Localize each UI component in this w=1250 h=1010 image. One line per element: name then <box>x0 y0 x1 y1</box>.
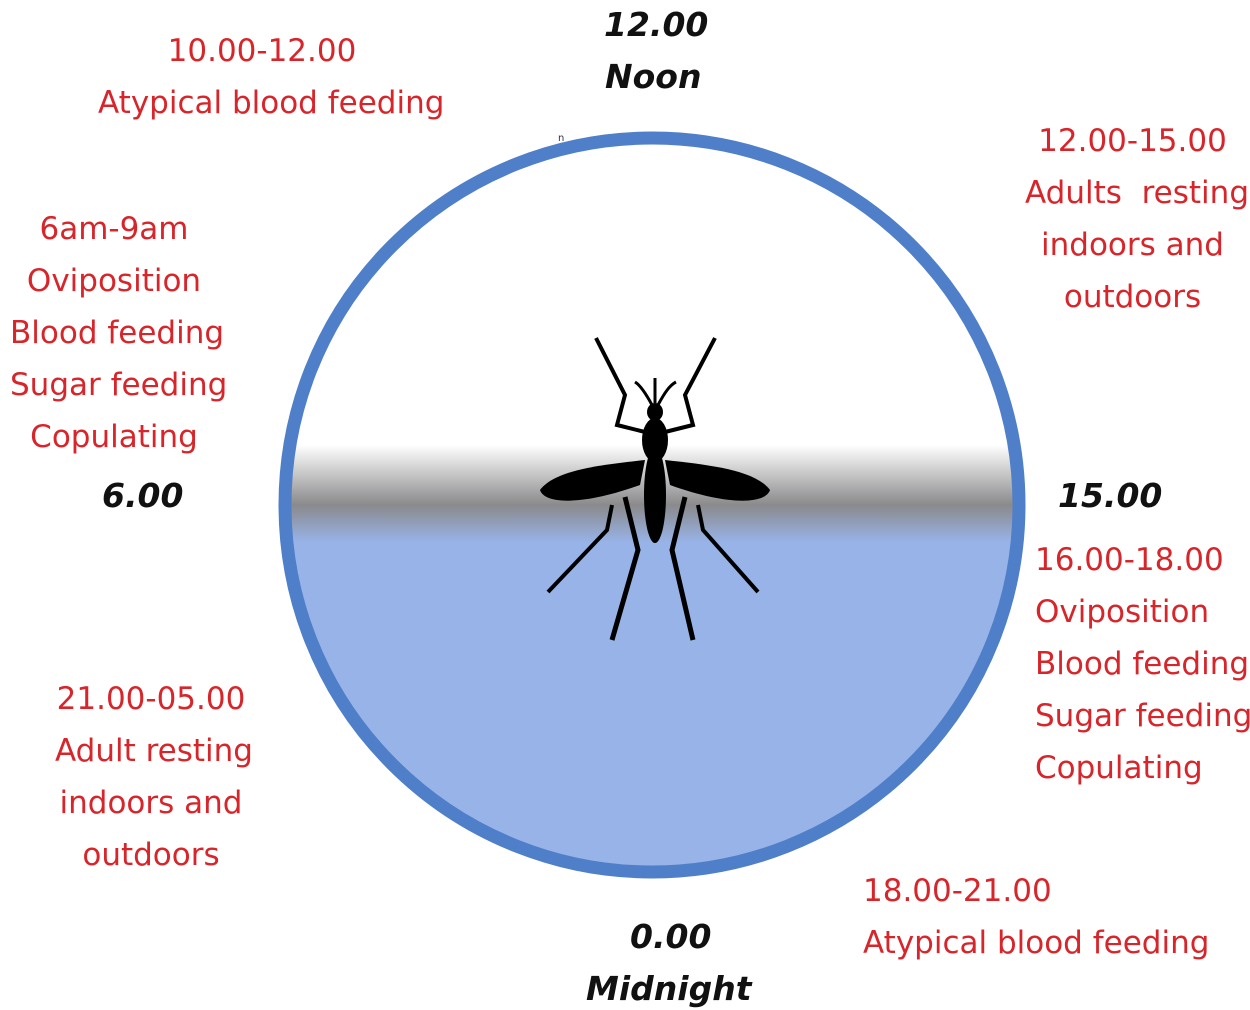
activity-right-evening: 16.00-18.00 Oviposition Blood feeding Su… <box>1035 534 1243 794</box>
activity-line: 10.00-12.00 <box>98 25 426 77</box>
activity-bottom-right: 18.00-21.00 Atypical blood feeding <box>863 865 1193 969</box>
activity-line: outdoors <box>1025 271 1240 323</box>
activity-line: 18.00-21.00 <box>863 865 1193 917</box>
activity-line: Adults resting <box>1025 167 1240 219</box>
noon-caption-label: Noon <box>605 60 701 93</box>
midnight-caption-label: Midnight <box>586 972 751 1005</box>
activity-line: Copulating <box>10 411 218 463</box>
noon-time-label: 12.00 <box>604 8 708 41</box>
fifteen-time-label: 15.00 <box>1058 479 1162 512</box>
activity-top-left: 10.00-12.00 Atypical blood feeding <box>98 25 426 129</box>
activity-line: Blood feeding <box>1035 638 1243 690</box>
ring-mark: n <box>558 133 564 144</box>
activity-line: Oviposition <box>10 255 218 307</box>
activity-line: Adult resting <box>55 725 247 777</box>
activity-line: Sugar feeding <box>1035 690 1243 742</box>
activity-top-right: 12.00-15.00 Adults resting indoors and o… <box>1025 115 1240 323</box>
activity-line: 12.00-15.00 <box>1025 115 1240 167</box>
activity-line: Blood feeding <box>10 307 218 359</box>
activity-left-morning: 6am-9am Oviposition Blood feeding Sugar … <box>10 203 218 463</box>
activity-line: Atypical blood feeding <box>863 917 1193 969</box>
activity-line: Atypical blood feeding <box>98 77 426 129</box>
activity-line: 6am-9am <box>10 203 218 255</box>
activity-bottom-left: 21.00-05.00 Adult resting indoors and ou… <box>55 673 247 881</box>
activity-line: Oviposition <box>1035 586 1243 638</box>
activity-line: indoors and <box>1025 219 1240 271</box>
activity-line: Copulating <box>1035 742 1243 794</box>
activity-line: outdoors <box>55 829 247 881</box>
activity-line: indoors and <box>55 777 247 829</box>
midnight-time-label: 0.00 <box>630 920 711 953</box>
six-time-label: 6.00 <box>102 479 183 512</box>
activity-line: 16.00-18.00 <box>1035 534 1243 586</box>
activity-line: Sugar feeding <box>10 359 218 411</box>
activity-line: 21.00-05.00 <box>55 673 247 725</box>
